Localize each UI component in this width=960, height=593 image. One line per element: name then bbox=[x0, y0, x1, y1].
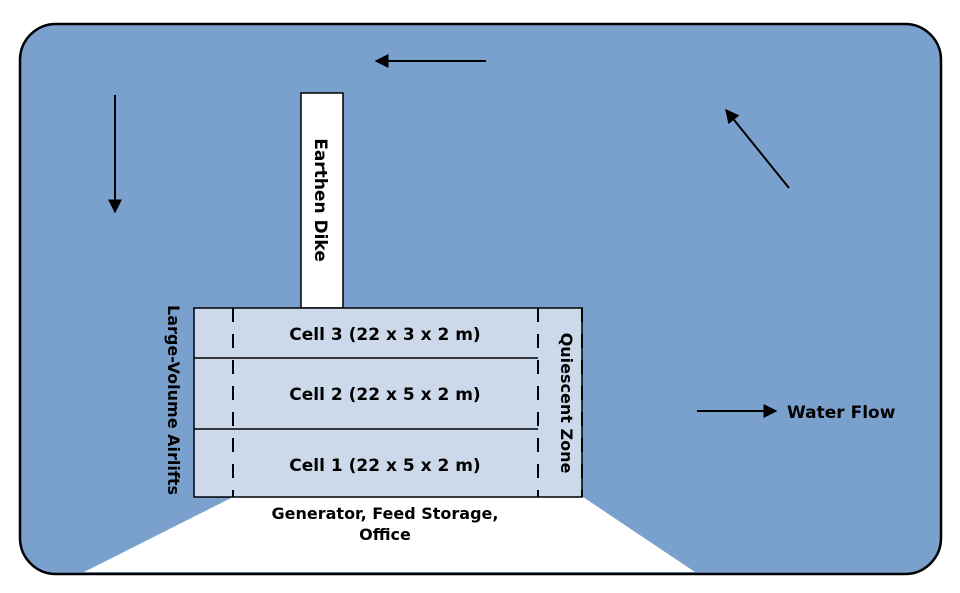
flow-arrow-right bbox=[725, 108, 790, 189]
airlifts-label: Large-Volume Airlifts bbox=[164, 305, 183, 495]
water-flow-label: Water Flow bbox=[787, 403, 896, 423]
earthen-dike bbox=[300, 92, 344, 309]
shore-land bbox=[84, 497, 695, 572]
shore-label-line2: Office bbox=[359, 525, 411, 544]
shore-label-line1: Generator, Feed Storage, bbox=[272, 504, 499, 523]
cell-2-label: Cell 2 (22 x 5 x 2 m) bbox=[289, 385, 480, 405]
cell-1-label: Cell 1 (22 x 5 x 2 m) bbox=[289, 456, 480, 476]
cell-block bbox=[193, 307, 583, 498]
earthen-dike-label: Earthen Dike bbox=[310, 138, 330, 262]
quiescent-zone-label: Quiescent Zone bbox=[557, 333, 576, 474]
cell-3-label: Cell 3 (22 x 3 x 2 m) bbox=[289, 325, 480, 345]
